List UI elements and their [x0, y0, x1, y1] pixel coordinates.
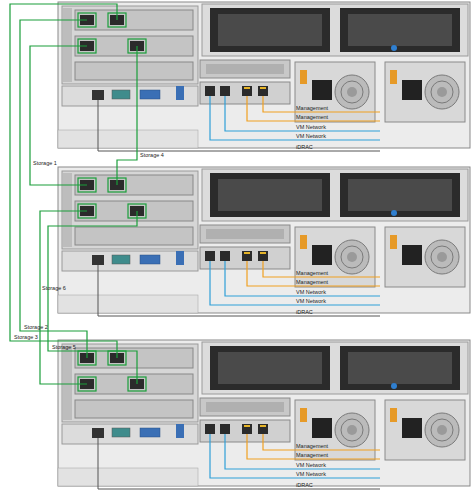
storage-cable [48, 211, 137, 384]
wire-label: VM Network [296, 462, 326, 468]
wire-label: iDRAC [296, 309, 313, 315]
storage-cable [30, 46, 87, 185]
storage-cable [117, 46, 137, 185]
wire-label: iDRAC [296, 144, 313, 150]
wire-label: Storage 4 [140, 152, 164, 158]
wire-label: VM Network [296, 289, 326, 295]
wire-label: Storage 3 [14, 334, 38, 340]
wire-label: Storage 6 [42, 285, 66, 291]
server-2 [58, 167, 470, 316]
storage-cable [10, 4, 117, 358]
wire-label: Management [296, 452, 328, 458]
wire-label: Storage 2 [24, 324, 48, 330]
wire-label: Management [296, 270, 328, 276]
server-3 [58, 340, 470, 489]
wire-label: Management [296, 105, 328, 111]
wire-label: Management [296, 279, 328, 285]
wire-label: Storage 1 [33, 160, 57, 166]
wire-label: VM Network [296, 124, 326, 130]
wire-label: VM Network [296, 471, 326, 477]
storage-cables [10, 4, 137, 384]
storage-cable [40, 211, 87, 384]
wire-label: VM Network [296, 133, 326, 139]
wire-label: iDRAC [296, 482, 313, 488]
server-1 [58, 2, 470, 151]
storage-cable [20, 20, 87, 358]
wire-label: VM Network [296, 298, 326, 304]
wire-label: Storage 5 [52, 344, 76, 350]
wire-label: Management [296, 443, 328, 449]
wire-label: Management [296, 114, 328, 120]
